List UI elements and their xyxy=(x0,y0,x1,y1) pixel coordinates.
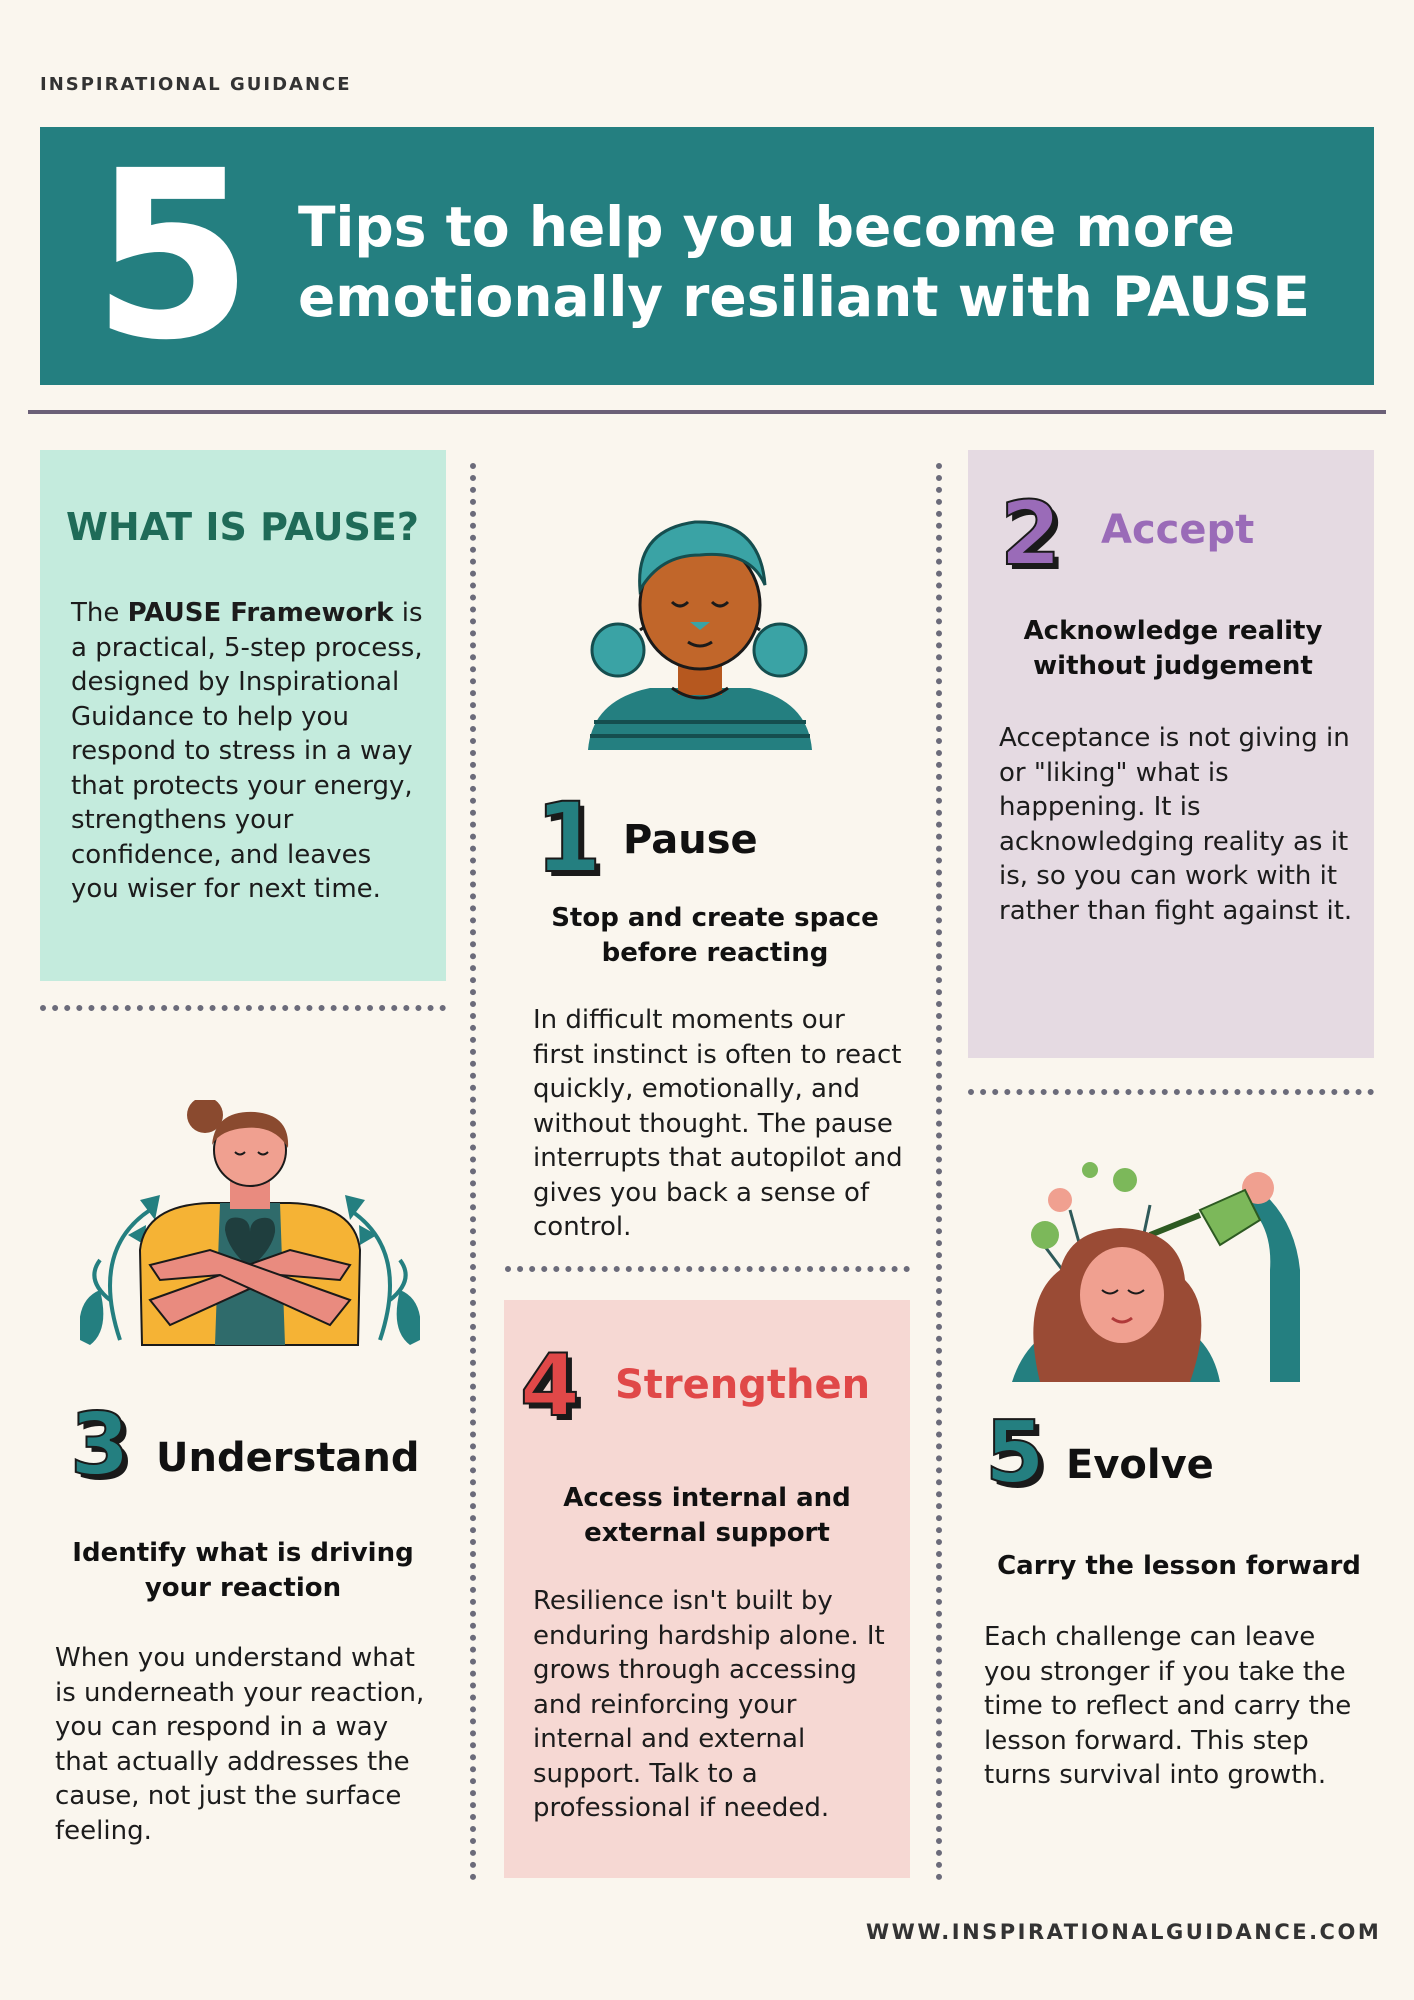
step-1-body: In difficult moments our first instinct … xyxy=(533,1005,903,1242)
step-5-title: Evolve xyxy=(1066,1442,1214,1488)
step-4-subtitle: Access internal and external support xyxy=(563,1483,851,1548)
website-url[interactable]: WWW.INSPIRATIONALGUIDANCE.COM xyxy=(866,1920,1382,1944)
strengthen-card xyxy=(504,1300,910,1878)
watering-head-illustration xyxy=(1012,1162,1300,1382)
brand-label: INSPIRATIONAL GUIDANCE xyxy=(40,74,352,95)
step-1-title: Pause xyxy=(623,817,758,863)
what-is-pause-card xyxy=(40,450,446,981)
meditating-woman-illustration xyxy=(588,520,812,750)
step-1-subtitle: Stop and create space before reacting xyxy=(551,903,879,968)
step-1-number: 1 xyxy=(534,782,603,894)
column-divider-left xyxy=(470,463,476,1881)
what-is-pause-text: The PAUSE Framework is a practical, 5-st… xyxy=(71,598,423,904)
row-divider-left xyxy=(40,1005,446,1011)
step-4-title: Strengthen xyxy=(615,1362,871,1408)
step-5-body: Each challenge can leave you stronger if… xyxy=(984,1622,1352,1790)
step-3-number: 3 xyxy=(69,1395,131,1495)
accept-card xyxy=(968,450,1374,1058)
step-4-body: Resilience isn't built by enduring hards… xyxy=(533,1586,885,1823)
header-divider xyxy=(28,410,1386,414)
pause-framework-term: PAUSE Framework xyxy=(127,598,394,628)
row-divider-middle xyxy=(505,1266,910,1272)
title-banner xyxy=(40,127,1374,385)
self-hug-illustration xyxy=(80,1100,420,1346)
step-2-body: Acceptance is not giving in or "liking" … xyxy=(999,723,1353,926)
banner-title: Tips to help you become more emotionally… xyxy=(298,195,1310,329)
step-2-subtitle: Acknowledge reality without judgement xyxy=(1023,616,1323,681)
column-divider-right xyxy=(936,463,942,1881)
step-4-number: 4 xyxy=(519,1336,581,1436)
step-5-subtitle: Carry the lesson forward xyxy=(997,1551,1361,1581)
banner-number: 5 xyxy=(91,121,254,391)
step-3-body: When you understand what is underneath y… xyxy=(55,1643,425,1846)
step-2-number: 2 xyxy=(999,482,1062,585)
step-3-subtitle: Identify what is driving your reaction xyxy=(72,1538,414,1603)
step-5-number: 5 xyxy=(984,1403,1046,1503)
step-3-title: Understand xyxy=(156,1435,420,1481)
what-is-pause-heading: WHAT IS PAUSE? xyxy=(66,505,419,549)
row-divider-right xyxy=(968,1089,1374,1095)
step-2-title: Accept xyxy=(1101,507,1255,553)
